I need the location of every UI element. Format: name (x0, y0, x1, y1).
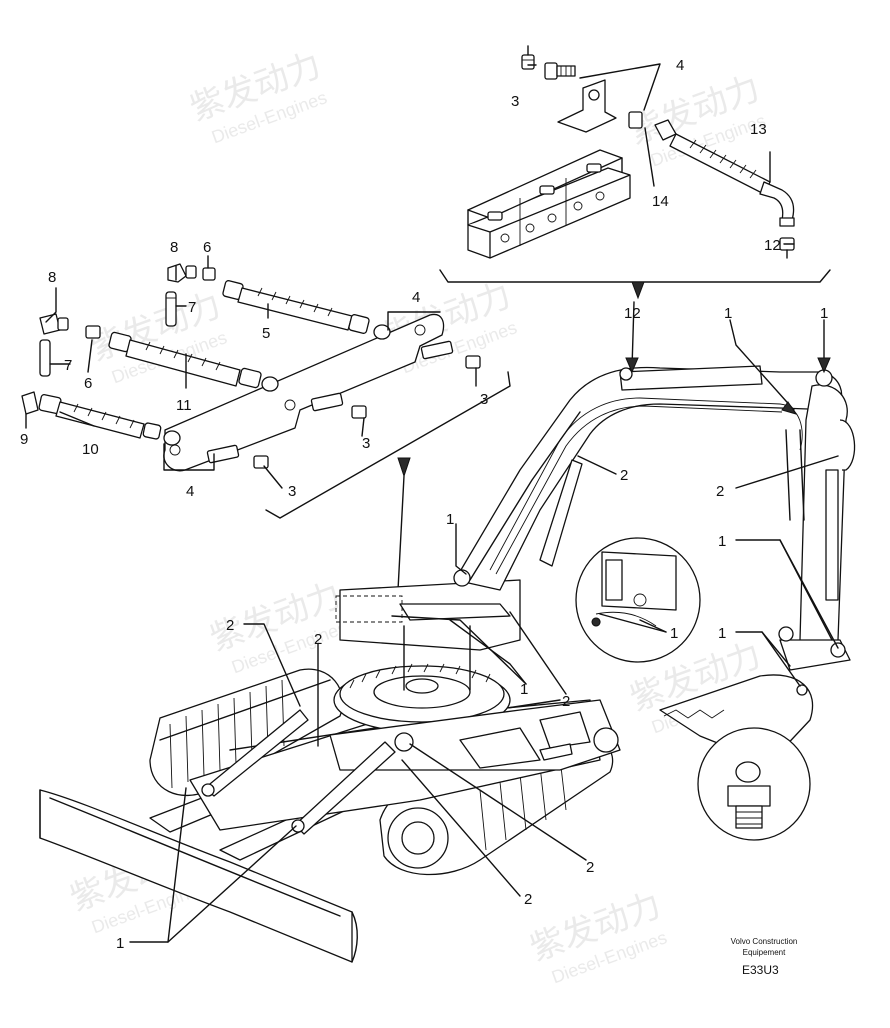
company-name: Volvo Construction (731, 937, 798, 946)
dozer-cylinders (201, 709, 414, 835)
bolt-part (206, 340, 454, 464)
tube-part (39, 339, 51, 377)
hose-part (108, 331, 262, 389)
callout-4: 4 (412, 289, 420, 306)
upper-frame (329, 699, 621, 771)
arrow-head (397, 457, 411, 478)
callout-2: 2 (524, 891, 532, 908)
callout-3: 3 (511, 93, 519, 110)
footer: Volvo Construction Equipement E33U3 (731, 937, 798, 977)
leader-lines (25, 63, 839, 943)
callout-12: 12 (764, 237, 781, 254)
hose-part (654, 119, 795, 227)
callout-3: 3 (288, 483, 296, 500)
callout-7: 7 (64, 357, 72, 374)
elbow-fitting (21, 391, 39, 415)
arm (785, 369, 856, 661)
callout-14: 14 (652, 193, 669, 210)
elbow-fitting (39, 313, 69, 335)
callout-1: 1 (724, 305, 732, 322)
nipple-part (202, 267, 216, 281)
callout-12: 12 (624, 305, 641, 322)
nipple-part (351, 405, 367, 419)
callout-2: 2 (586, 859, 594, 876)
callout-8: 8 (48, 269, 56, 286)
callout-1: 1 (820, 305, 828, 322)
hose-set-detail (21, 263, 511, 591)
clamp-block (467, 149, 631, 259)
hose-part (38, 394, 162, 440)
excavator-illustration (25, 63, 856, 963)
hose-part (222, 280, 370, 334)
callout-10: 10 (82, 441, 99, 458)
detail-bracket (265, 371, 511, 519)
boom (453, 365, 843, 591)
callout-11: 11 (176, 397, 192, 414)
callout-9: 9 (20, 431, 28, 448)
bolt-part (544, 62, 576, 80)
callout-13: 13 (750, 121, 767, 138)
tube-part (165, 291, 177, 327)
detail-circle-grease-nipple (697, 727, 811, 841)
callout-1: 1 (446, 511, 454, 528)
callout-7: 7 (188, 299, 196, 316)
callout-3: 3 (480, 391, 488, 408)
callout-2: 2 (226, 617, 234, 634)
callout-6: 6 (84, 375, 92, 392)
callout-4: 4 (186, 483, 194, 500)
callout-5: 5 (262, 325, 270, 342)
slew-ring (333, 663, 511, 733)
callout-3: 3 (362, 435, 370, 452)
swing-bracket (335, 579, 521, 651)
callout-2: 2 (562, 693, 570, 710)
nipple-part (253, 455, 269, 469)
nipple-part (465, 355, 481, 369)
bracket-part (557, 79, 617, 133)
callout-1: 1 (520, 681, 528, 698)
nipple-part (779, 237, 795, 259)
company-subtitle: Equipement (743, 948, 786, 957)
nipple-part (85, 325, 101, 339)
callout-4: 4 (676, 57, 684, 74)
clamp-block-detail (439, 45, 831, 300)
callout-2: 2 (716, 483, 724, 500)
arrow-head (631, 281, 645, 300)
callout-8: 8 (170, 239, 178, 256)
nut-part (628, 111, 643, 129)
callout-1: 1 (718, 625, 726, 642)
detail-circle-boom-base (575, 537, 701, 663)
callout-1: 1 (718, 533, 726, 550)
drawing-code: E33U3 (742, 963, 779, 977)
callout-2: 2 (620, 467, 628, 484)
callout-1: 1 (116, 935, 124, 952)
callout-1: 1 (670, 625, 678, 642)
callout-labels: 3 4 13 14 12 12 1 1 8 6 7 8 7 6 9 10 11 … (20, 57, 828, 952)
callout-2: 2 (314, 631, 322, 648)
callout-6: 6 (203, 239, 211, 256)
manifold-plate (163, 313, 445, 472)
elbow-fitting (167, 263, 197, 283)
